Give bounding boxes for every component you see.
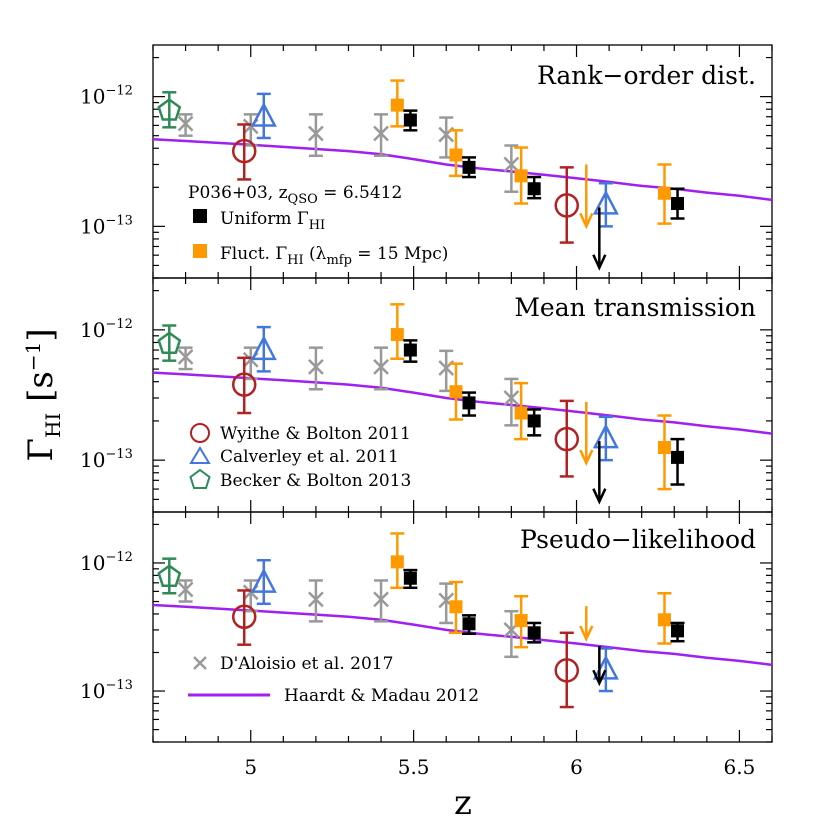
legend-daloisio-marker: [193, 656, 207, 670]
calverley-point: [592, 423, 619, 449]
uniform-point: [671, 197, 685, 211]
calverley-point: [592, 189, 619, 215]
x-axis: z: [454, 783, 472, 823]
fluct-point: [657, 441, 671, 455]
uniform-point: [403, 571, 417, 585]
wyithe-point: [554, 426, 580, 452]
fluct-point: [390, 555, 404, 569]
uniform-upper-limit-head: [592, 488, 607, 505]
uniform-point: [671, 624, 685, 638]
y-axis-label: ΓHI [s−1]: [21, 328, 65, 461]
legend-calverley-label: Calverley et al. 2011: [220, 447, 399, 467]
daloisio-point: [503, 156, 520, 173]
panel-mean-transmission: 10−12 10−13 Mean transmission Wyithe & Bo…: [80, 277, 773, 513]
legend-becker-label: Becker & Bolton 2013: [220, 471, 411, 491]
wyithe-point: [554, 193, 580, 218]
calverley-point: [250, 567, 277, 593]
daloisio-point: [373, 358, 389, 375]
fluct-point: [514, 169, 528, 183]
legend-calverley-marker: [189, 446, 211, 464]
legend-hm12-label: Haardt & Madau 2012: [284, 686, 479, 706]
becker-point: [157, 564, 182, 587]
y-axis: ΓHI [s−1]: [21, 328, 65, 461]
fluct-upper-limit-head: [579, 625, 594, 642]
legend-daloisio-label: D'Aloisio et al. 2017: [220, 654, 393, 674]
fluct-point: [514, 406, 528, 420]
y-tick-label: 10−12: [80, 317, 133, 342]
wyithe-point: [231, 372, 257, 397]
daloisio-point: [308, 125, 324, 142]
wyithe-point: [554, 658, 580, 683]
becker-point: [157, 98, 182, 121]
uniform-point: [462, 396, 476, 410]
uniform-point: [403, 113, 417, 127]
x-tick-label: 5: [244, 755, 257, 779]
legend-uniform-label: Uniform ΓHI: [220, 209, 325, 233]
panel-pseudo-likelihood: 10−12 10−13 5 5.5 6 6.5 Pseudo−likelihood D'A…: [80, 511, 773, 779]
panel-2-title: Mean transmission: [514, 293, 756, 322]
fluct-upper-limit-head: [579, 449, 594, 467]
wyithe-point: [231, 604, 257, 630]
uniform-point: [527, 626, 541, 640]
panel-3-title: Pseudo−likelihood: [520, 525, 756, 554]
quasar-annotation: P036+03, zQSO = 6.5412: [188, 183, 402, 207]
uniform-point: [403, 343, 417, 357]
fluct-point: [449, 148, 463, 162]
legend-uniform-marker: [193, 209, 207, 223]
panel-1-title: Rank−order dist.: [537, 61, 756, 90]
legend-wyithe-label: Wyithe & Bolton 2011: [220, 424, 411, 444]
uniform-point: [671, 450, 685, 464]
legend-fluct-marker: [193, 244, 207, 258]
legend-becker-marker: [189, 468, 211, 489]
y-tick-label: 10−13: [80, 213, 133, 238]
fluct-point: [390, 328, 404, 342]
panel-3-data: 10−12 10−13 5 5.5 6 6.5: [80, 511, 773, 779]
daloisio-point: [373, 125, 389, 142]
y-tick-label: 10−13: [80, 678, 133, 703]
daloisio-point: [177, 581, 194, 598]
uniform-upper-limit-head: [592, 669, 607, 687]
y-tick-label: 10−12: [80, 84, 133, 109]
x-tick-label: 6.5: [724, 755, 756, 779]
x-axis-label: z: [454, 783, 472, 823]
daloisio-point: [308, 358, 324, 375]
calverley-point: [250, 335, 277, 361]
uniform-point: [462, 617, 476, 631]
daloisio-point: [177, 115, 194, 132]
uniform-point: [462, 160, 476, 174]
daloisio-point: [177, 349, 194, 365]
fluct-upper-limit-head: [579, 212, 594, 230]
panel-rank-order: 10−12 10−13 Rank−order dist. P036+03, zQS…: [80, 44, 773, 279]
panel-1-data: 10−12 10−13: [80, 44, 773, 279]
becker-point: [157, 331, 182, 355]
fluct-point: [390, 98, 404, 112]
fluct-point: [657, 613, 671, 627]
fluct-point: [514, 614, 528, 628]
panel-frame: [152, 511, 773, 743]
fluct-point: [657, 186, 671, 200]
uniform-point: [527, 414, 541, 428]
x-tick-label: 6: [570, 755, 583, 779]
panel-2-data: 10−12 10−13: [80, 277, 773, 513]
legend-fluct-label: Fluct. ΓHI (λmfp = 15 Mpc): [220, 244, 448, 268]
fluct-point: [449, 385, 463, 399]
x-tick-label: 5.5: [398, 755, 430, 779]
daloisio-point: [373, 591, 389, 608]
daloisio-point: [308, 591, 324, 608]
wyithe-point: [231, 138, 257, 164]
daloisio-point: [503, 390, 520, 406]
uniform-point: [527, 182, 541, 196]
y-tick-label: 10−13: [80, 447, 133, 472]
fluct-point: [449, 600, 463, 614]
calverley-point: [250, 101, 277, 127]
y-tick-label: 10−12: [80, 550, 133, 575]
uniform-upper-limit-head: [592, 254, 607, 271]
legend-wyithe-marker: [190, 423, 210, 443]
